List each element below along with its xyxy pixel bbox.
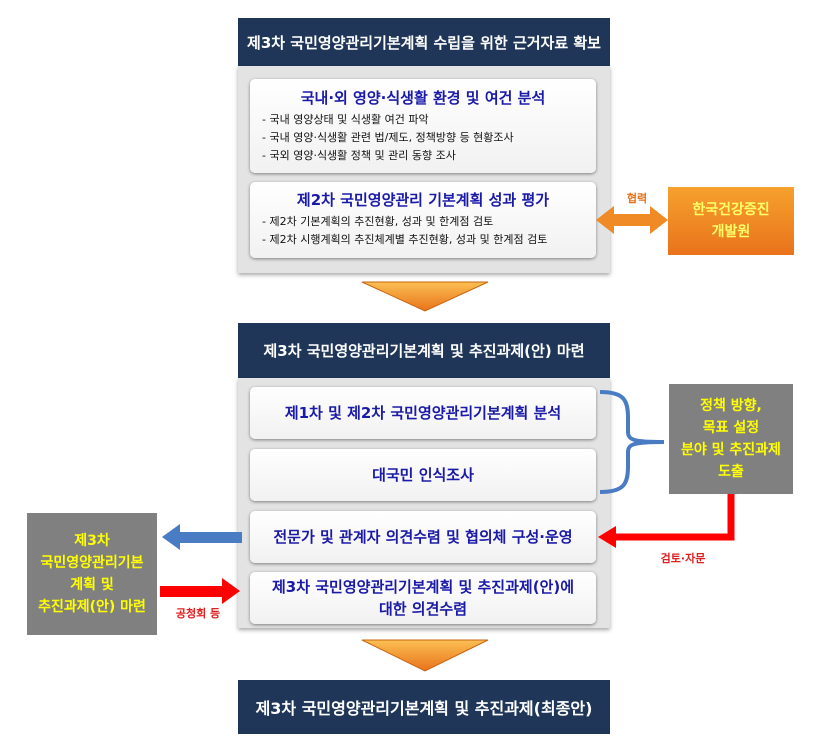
policy-line: 도출 (718, 464, 744, 480)
draft-box: 제3차 국민영양관리기본 계획 및 추진과제(안) 마련 (27, 513, 157, 635)
analysis-card: 국내·외 영양·식생활 환경 및 여건 분석 - 국내 영양상태 및 식생활 여… (250, 79, 596, 173)
hearing-arrow (160, 578, 240, 604)
down-arrow-1 (361, 281, 489, 312)
plan-opinion-text: 대한 의견수렴 (378, 600, 468, 618)
final-header: 제3차 국민영양관리기본계획 및 추진과제(최종안) (238, 680, 610, 734)
partner-line: 개발원 (711, 224, 751, 240)
evaluation-card-title: 제2차 국민영양관리 기본계획 성과 평가 (296, 191, 550, 209)
survey-text: 대국민 인식조사 (372, 466, 474, 484)
evaluation-card: 제2차 국민영양관리 기본계획 성과 평가 - 제2차 기본계획의 추진현황, … (250, 182, 596, 258)
survey-card: 대국민 인식조사 (250, 449, 596, 501)
down-arrow-2 (361, 639, 489, 672)
policy-line: 분야 및 추진과제 (681, 442, 781, 458)
review-label: 검토·자문 (660, 552, 706, 565)
evaluation-item: - 제2차 기본계획의 추진현황, 성과 및 한계점 검토 (262, 215, 494, 228)
plan-analysis-card: 제1차 및 제2차 국민영양관리기본계획 분석 (250, 387, 596, 439)
partner-line: 한국건강증진 (692, 202, 770, 218)
policy-box: 정책 방향, 목표 설정 분야 및 추진과제 도출 (669, 384, 793, 494)
evaluation-item: - 제2차 시행계획의 추진체계별 추진현황, 성과 및 한계점 검토 (262, 233, 548, 246)
plan-opinion-card: 제3차 국민영양관리기본계획 및 추진과제(안)에 대한 의견수렴 (250, 572, 596, 624)
policy-line: 정책 방향, (700, 398, 762, 414)
hearing-label: 공청회 등 (175, 607, 221, 620)
plan-opinion-text: 제3차 국민영양관리기본계획 및 추진과제(안)에 (271, 578, 575, 596)
draft-line: 국민영양관리기본 (40, 555, 144, 571)
policy-line: 목표 설정 (702, 420, 760, 436)
cooperation-label: 협력 (626, 192, 648, 205)
analysis-item: - 국내 영양·식생활 관련 법/제도, 정책방향 등 현황조사 (262, 131, 514, 144)
draft-line: 제3차 (74, 533, 110, 549)
expert-opinion-text: 전문가 및 관계자 의견수렴 및 협의체 구성·운영 (273, 528, 573, 546)
analysis-item: - 국내 영양상태 및 식생활 여건 파악 (262, 113, 429, 126)
brace-connector (599, 390, 665, 494)
output-arrow (162, 524, 242, 550)
partner-box: 한국건강증진 개발원 (668, 187, 794, 255)
expert-opinion-card: 전문가 및 관계자 의견수렴 및 협의체 구성·운영 (250, 511, 596, 563)
cooperation-arrow (596, 206, 668, 234)
step1-header: 제3차 국민영양관리기본계획 수립을 위한 근거자료 확보 (238, 18, 610, 66)
analysis-item: - 국외 영양·식생활 정책 및 관리 동향 조사 (262, 149, 456, 162)
draft-line: 계획 및 (70, 577, 114, 593)
analysis-card-title: 국내·외 영양·식생활 환경 및 여건 분석 (300, 89, 546, 107)
review-arrow (598, 494, 735, 548)
draft-line: 추진과제(안) 마련 (38, 599, 146, 615)
step2-header: 제3차 국민영양관리기본계획 및 추진과제(안) 마련 (238, 323, 610, 378)
plan-analysis-text: 제1차 및 제2차 국민영양관리기본계획 분석 (284, 404, 562, 422)
